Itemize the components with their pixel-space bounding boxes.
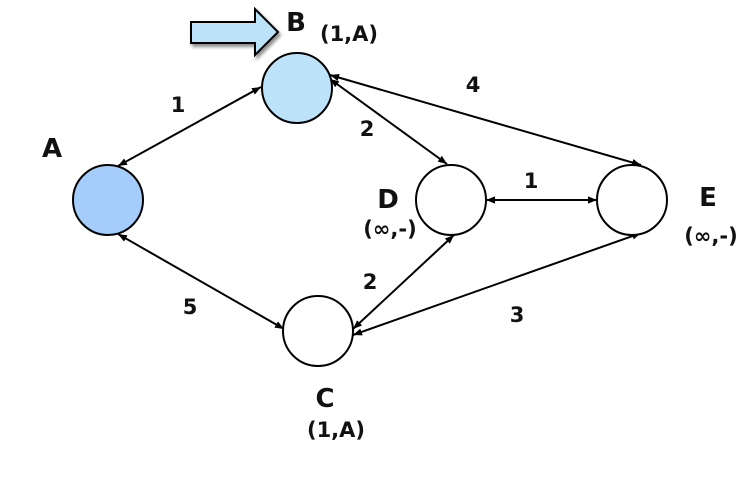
edge-weight-b-e: 4 (466, 73, 481, 97)
node-a-label: A (42, 134, 62, 164)
node-d-state: (∞,-) (363, 217, 416, 241)
node-e-state: (∞,-) (684, 224, 737, 248)
nodes-layer (72, 52, 668, 367)
edge-b-e (329, 74, 642, 166)
edge-weight-c-e: 3 (510, 303, 525, 327)
node-b-label: B (286, 8, 306, 38)
node-labels: A B (1,A) C (1,A) D (∞,-) E (∞,-) (42, 8, 738, 442)
edge-weight-c-d: 2 (363, 270, 378, 294)
edge-weight-b-d: 2 (360, 117, 375, 141)
edge-weight-a-b: 1 (171, 93, 186, 117)
edge-weight-d-e: 1 (524, 169, 539, 193)
edges-layer (117, 74, 642, 336)
node-c-state: (1,A) (307, 418, 365, 442)
edge-weights: 1 5 2 4 1 2 3 (171, 73, 539, 327)
node-d-label: D (377, 185, 399, 215)
node-c (282, 295, 354, 367)
node-b-state: (1,A) (320, 22, 378, 46)
node-b (261, 52, 333, 124)
edge-c-e (352, 232, 642, 336)
edge-a-b (117, 86, 262, 167)
edge-a-c (117, 233, 285, 330)
node-d (415, 164, 487, 236)
node-c-label: C (315, 384, 334, 414)
node-e (596, 164, 668, 236)
current-node-pointer-arrow (190, 6, 280, 58)
node-e-label: E (699, 183, 717, 213)
edge-weight-a-c: 5 (183, 295, 198, 319)
node-a (72, 164, 144, 236)
